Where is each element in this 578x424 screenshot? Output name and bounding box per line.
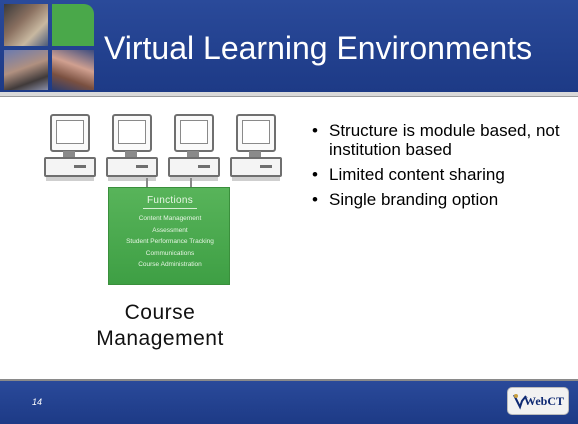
bullet-list: • Structure is module based, not institu… [312, 121, 562, 215]
webct-logo-icon [513, 394, 527, 410]
connector-line [190, 178, 192, 188]
bullet-text: Structure is module based, not instituti… [329, 121, 560, 159]
function-item: Student Performance Tracking [126, 238, 214, 245]
computer-icon [168, 114, 220, 186]
bullet-dot-icon: • [312, 190, 318, 209]
bullet-item: • Structure is module based, not institu… [312, 121, 562, 159]
slide-title: Virtual Learning Environments [104, 30, 533, 66]
bullet-item: • Single branding option [312, 190, 562, 209]
computer-icon [230, 114, 282, 186]
function-item: Assessment [152, 226, 188, 234]
green-corner-tile [52, 4, 94, 46]
caption-line: Management [96, 327, 224, 350]
bullet-text: Limited content sharing [329, 165, 505, 184]
function-item: Content Management [138, 215, 202, 222]
functions-divider [143, 208, 197, 209]
bullet-dot-icon: • [312, 121, 318, 140]
caption-line: Course [124, 301, 196, 324]
function-item: Communications [145, 249, 195, 257]
bullet-dot-icon: • [312, 165, 318, 184]
photo-people [4, 4, 48, 46]
footer-band: 14 WebCT [0, 381, 578, 424]
functions-list: Content Management Assessment Student Pe… [109, 213, 231, 271]
logo-text: WebCT [524, 394, 565, 408]
function-item: Course Administration [138, 261, 202, 268]
header-band: Virtual Learning Environments [0, 0, 578, 92]
bullet-item: • Limited content sharing [312, 165, 562, 184]
computer-row [44, 114, 282, 186]
photo-learner [52, 50, 94, 90]
photo-students [4, 50, 48, 90]
functions-box: Functions Content Management Assessment … [108, 187, 230, 285]
photo-collage [0, 0, 96, 92]
diagram-caption: Course Management [60, 300, 260, 352]
header-divider-line [0, 96, 578, 97]
header-divider [0, 92, 578, 96]
webct-logo: WebCT [507, 387, 569, 415]
functions-heading: Functions [146, 195, 194, 206]
bullet-text: Single branding option [329, 190, 499, 209]
footer-divider [0, 379, 578, 381]
connector-line [146, 178, 148, 188]
computer-icon [106, 114, 158, 186]
page-number: 14 [32, 397, 43, 407]
computer-icon [44, 114, 96, 186]
